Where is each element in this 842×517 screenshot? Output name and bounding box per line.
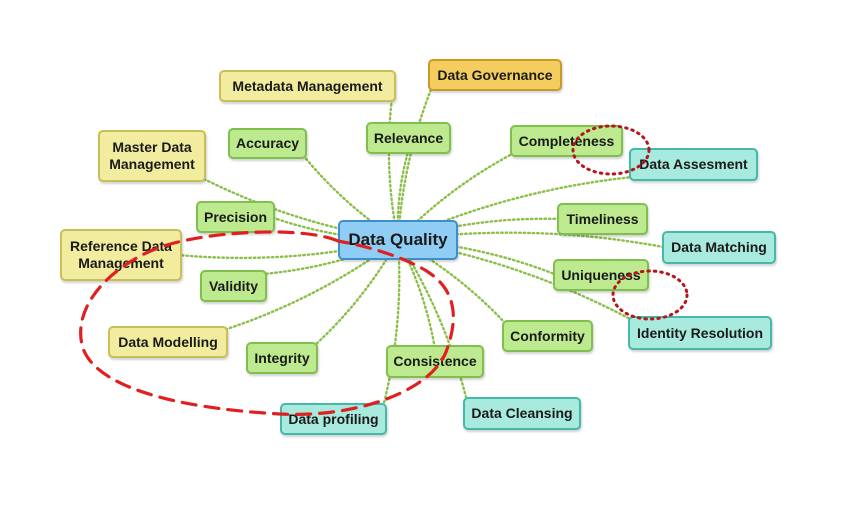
connector-data-governance — [396, 85, 434, 242]
node-data-modelling[interactable]: Data Modelling — [108, 326, 228, 358]
node-uniqueness[interactable]: Uniqueness — [553, 259, 649, 291]
node-validity[interactable]: Validity — [200, 270, 267, 302]
node-metadata-management[interactable]: Metadata Management — [219, 70, 396, 102]
node-data-governance[interactable]: Data Governance — [428, 59, 562, 91]
connector-data-profiling — [381, 238, 401, 409]
node-integrity[interactable]: Integrity — [246, 342, 318, 374]
node-conformity[interactable]: Conformity — [502, 320, 593, 352]
node-completeness[interactable]: Completeness — [510, 125, 623, 157]
connector-data-matching — [396, 231, 668, 249]
connector-metadata-management — [387, 96, 400, 242]
node-reference-data-management[interactable]: Reference Data Management — [60, 229, 182, 281]
node-consistence[interactable]: Consistence — [386, 345, 484, 378]
node-data-cleansing[interactable]: Data Cleansing — [463, 397, 581, 430]
node-timeliness[interactable]: Timeliness — [557, 203, 648, 235]
node-master-data-management[interactable]: Master Data Management — [98, 130, 206, 182]
connector-master-data-management — [200, 176, 400, 242]
node-data-matching[interactable]: Data Matching — [662, 231, 776, 264]
node-data-quality[interactable]: Data Quality — [338, 220, 458, 260]
node-data-profiling[interactable]: Data profiling — [280, 403, 387, 435]
node-accuracy[interactable]: Accuracy — [228, 128, 307, 159]
node-precision[interactable]: Precision — [196, 201, 275, 233]
node-data-assesment[interactable]: Data Assesment — [629, 148, 758, 181]
node-identity-resolution[interactable]: Identity Resolution — [628, 316, 772, 350]
node-relevance[interactable]: Relevance — [366, 122, 451, 154]
